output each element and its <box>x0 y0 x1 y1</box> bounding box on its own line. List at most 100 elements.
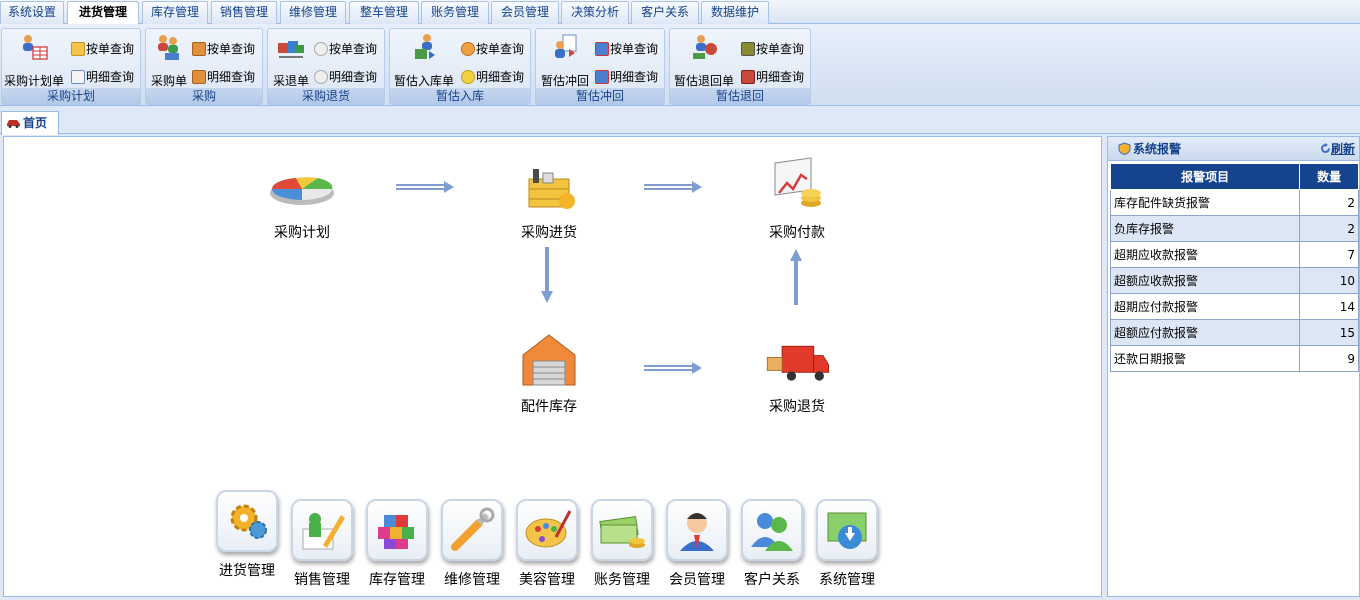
purchase-plan-button[interactable]: 采购计划单 <box>2 31 68 89</box>
est-return-detail-query-button[interactable]: 明细查询 <box>741 68 804 86</box>
module-purchase[interactable]: 进货管理 <box>215 490 279 580</box>
plan-detail-query-button[interactable]: 明细查询 <box>71 68 134 86</box>
column-header-item: 报警项目 <box>1109 163 1301 190</box>
ribbon-group-label: 暂估入库 <box>390 88 530 104</box>
flow-purchase-payment-label: 采购付款 <box>769 225 825 241</box>
menu-tab-repair[interactable]: 维修管理 <box>280 1 346 24</box>
people-cart-icon <box>158 35 179 60</box>
flow-purchase-plan-label: 采购计划 <box>274 225 330 241</box>
ribbon-group-label: 采购退货 <box>268 88 384 104</box>
menu-tab-accounts[interactable]: 账务管理 <box>421 1 489 24</box>
ribbon-group-label: 采购 <box>146 88 262 104</box>
plan-order-query-button[interactable]: 按单查询 <box>71 40 134 58</box>
menu-tab-system-settings[interactable]: 系统设置 <box>0 1 64 24</box>
purchase-order-query-button[interactable]: 按单查询 <box>192 40 255 58</box>
estimated-inbound-label: 暂估入库单 <box>394 74 455 88</box>
module-system[interactable]: 系统管理 <box>815 499 879 589</box>
ribbon-group-estimated-return: 暂估退回单 按单查询 明细查询 暂估退回 <box>669 28 811 105</box>
flow-purchase-stock-in-label: 采购进货 <box>521 225 577 241</box>
estimated-reversal-label: 暂估冲回 <box>541 74 590 88</box>
purchase-order-label: 采购单 <box>151 74 188 88</box>
menu-tab-data[interactable]: 数据维护 <box>701 1 769 24</box>
module-sales-label: 销售管理 <box>294 572 350 588</box>
menu-tab-customer[interactable]: 客户关系 <box>631 1 699 24</box>
star-icon <box>461 70 475 84</box>
users-icon <box>741 499 803 561</box>
module-purchase-label: 进货管理 <box>219 563 275 579</box>
purchase-order-button[interactable]: 采购单 <box>148 31 190 89</box>
menu-tab-purchase[interactable]: 进货管理 <box>67 1 139 25</box>
book-icon <box>741 42 755 56</box>
people-box-icon <box>415 34 435 59</box>
gear-icon <box>314 42 328 56</box>
purchase-return-button[interactable]: 采退单 <box>270 31 312 89</box>
box-icon <box>192 42 206 56</box>
est-return-order-query-button[interactable]: 按单查询 <box>741 40 804 58</box>
flow-purchase-stock-in[interactable]: 采购进货 <box>504 155 594 242</box>
tab-home[interactable]: 首页 <box>1 111 59 135</box>
people-doc-icon <box>555 34 577 58</box>
page-tab-strip: 首页 <box>0 108 1360 135</box>
book-icon <box>595 42 609 56</box>
flow-purchase-return[interactable]: 采购退货 <box>752 337 842 416</box>
module-accounts-label: 账务管理 <box>594 572 650 588</box>
inbound-order-query-button[interactable]: 按单查询 <box>461 40 524 58</box>
palette-icon <box>516 499 578 561</box>
gears-icon <box>216 490 278 552</box>
reversal-detail-query-button[interactable]: 明细查询 <box>595 68 658 86</box>
home-panel: 采购计划 采购进货 采购付款 配件库存 <box>3 136 1102 597</box>
flow-purchase-plan[interactable]: 采购计划 <box>257 159 347 242</box>
arrow-right-icon <box>396 181 454 193</box>
purchase-detail-query-button[interactable]: 明细查询 <box>192 68 255 86</box>
estimated-return-label: 暂估退回单 <box>674 74 735 88</box>
column-header-count: 数量 <box>1299 163 1359 190</box>
estimated-inbound-button[interactable]: 暂估入库单 <box>392 31 458 89</box>
module-inventory[interactable]: 库存管理 <box>365 499 429 589</box>
arrow-right-icon <box>644 362 702 374</box>
estimated-reversal-button[interactable]: 暂估冲回 <box>538 31 592 89</box>
ribbon-toolbar: 采购计划单 按单查询 明细查询 采购计划 采购单 按单查询 明细查询 采购 采退… <box>0 24 1360 106</box>
form-icon <box>71 42 85 56</box>
menu-tab-vehicle[interactable]: 整车管理 <box>349 1 419 24</box>
menu-tab-inventory[interactable]: 库存管理 <box>142 1 208 24</box>
return-order-query-button[interactable]: 按单查询 <box>314 40 377 58</box>
purchase-return-label: 采退单 <box>273 74 310 88</box>
people-table-icon <box>23 35 48 60</box>
return-detail-query-button[interactable]: 明细查询 <box>314 68 377 86</box>
gear-icon <box>314 70 328 84</box>
ribbon-group-purchase-plan: 采购计划单 按单查询 明细查询 采购计划 <box>1 28 141 105</box>
ribbon-group-purchase-return: 采退单 按单查询 明细查询 采购退货 <box>267 28 385 105</box>
ribbon-group-estimated-inbound: 暂估入库单 按单查询 明细查询 暂估入库 <box>389 28 531 105</box>
pie-chart-icon <box>270 177 334 205</box>
ribbon-group-label: 暂估冲回 <box>536 88 664 104</box>
module-sales[interactable]: 销售管理 <box>290 499 354 589</box>
module-repair[interactable]: 维修管理 <box>440 499 504 589</box>
blocks-icon <box>366 499 428 561</box>
chart-coins-icon <box>774 157 821 207</box>
module-customer-relations[interactable]: 客户关系 <box>740 499 804 589</box>
module-accounts[interactable]: 账务管理 <box>590 499 654 589</box>
flow-parts-inventory[interactable]: 配件库存 <box>504 333 594 416</box>
shield-icon <box>1118 142 1131 155</box>
inbound-detail-query-button[interactable]: 明细查询 <box>461 68 524 86</box>
reversal-order-query-button[interactable]: 按单查询 <box>595 40 658 58</box>
estimated-return-button[interactable]: 暂估退回单 <box>672 31 738 89</box>
menu-tab-sales[interactable]: 销售管理 <box>211 1 277 24</box>
module-members[interactable]: 会员管理 <box>665 499 729 589</box>
refresh-button[interactable]: 刷新 <box>1320 137 1355 161</box>
module-beauty[interactable]: 美容管理 <box>515 499 579 589</box>
tab-home-label: 首页 <box>23 116 48 130</box>
menu-tab-decision[interactable]: 决策分析 <box>561 1 629 24</box>
member-icon <box>666 499 728 561</box>
menu-tab-members[interactable]: 会员管理 <box>491 1 559 24</box>
money-icon <box>591 499 653 561</box>
flow-purchase-payment[interactable]: 采购付款 <box>752 155 842 242</box>
